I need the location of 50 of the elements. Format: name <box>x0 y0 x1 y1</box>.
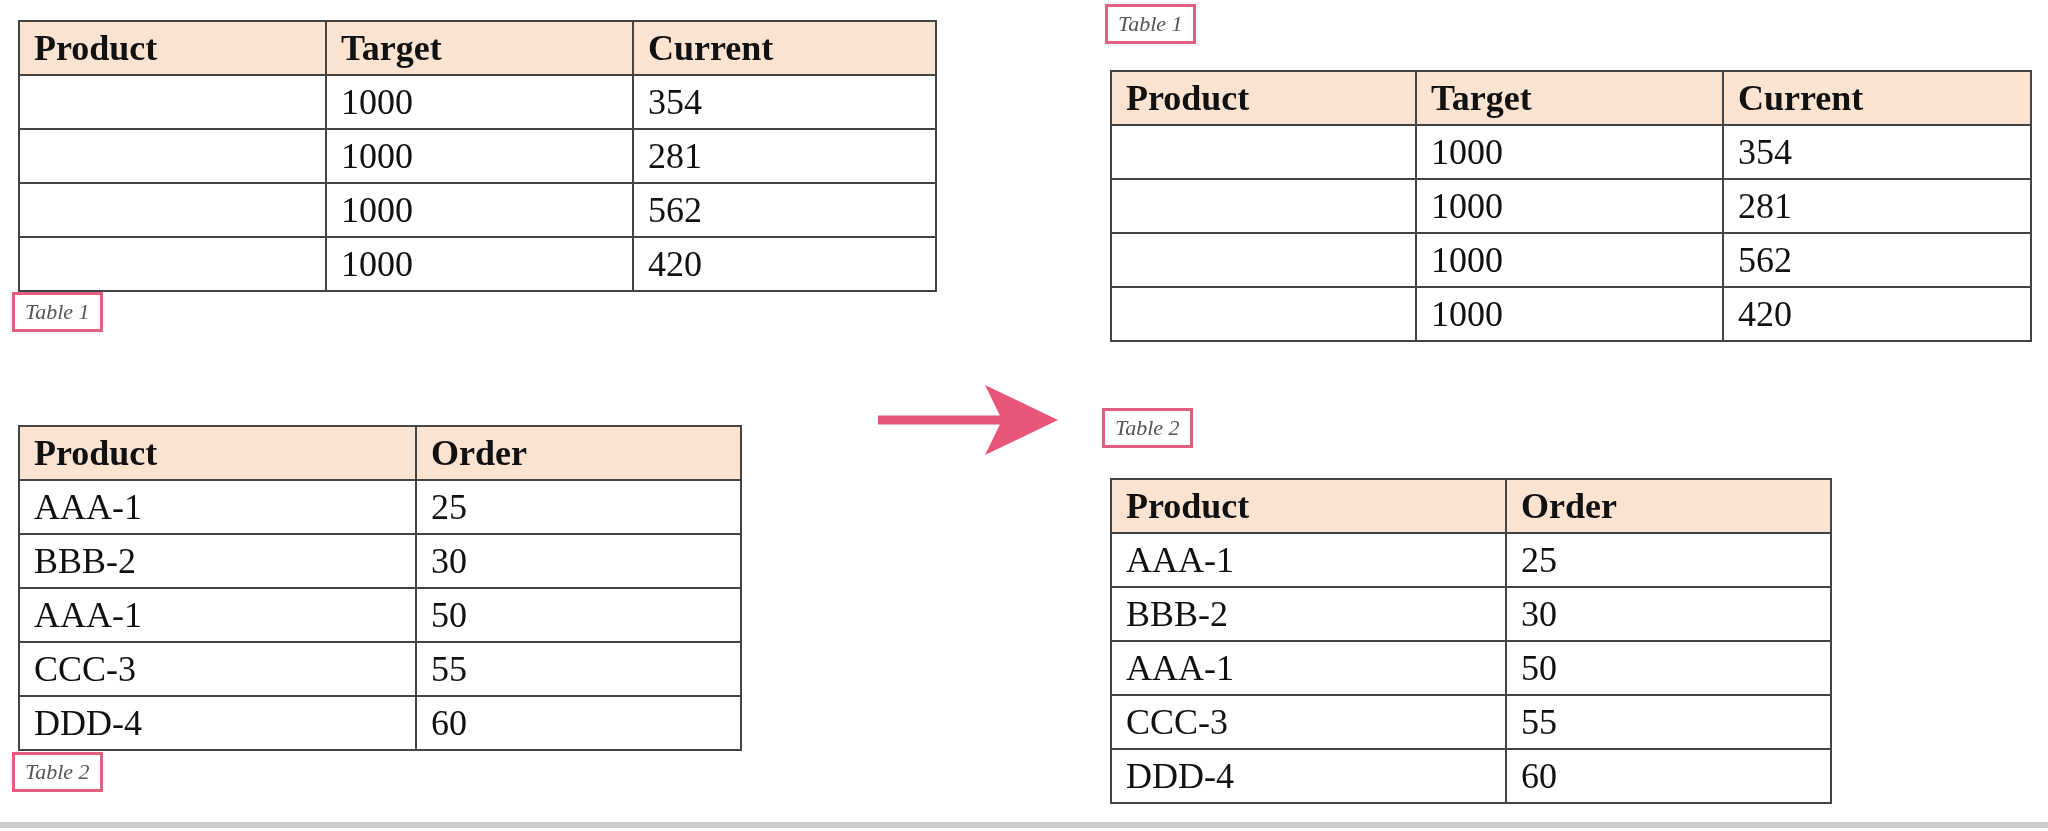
table-cell: 1000 <box>1416 233 1723 287</box>
table-cell: 60 <box>416 696 741 750</box>
table-caption: Table 1 <box>1105 4 1196 44</box>
table-caption: Table 1 <box>12 292 103 332</box>
table-cell: 354 <box>1723 125 2031 179</box>
table-cell: 30 <box>1506 587 1831 641</box>
table-cell: AAA-1 <box>1111 641 1506 695</box>
header-cell: Order <box>1506 479 1831 533</box>
table-caption: Table 2 <box>1102 408 1193 448</box>
table-cell: 60 <box>1506 749 1831 803</box>
table-cell: 281 <box>1723 179 2031 233</box>
table-cell: 55 <box>1506 695 1831 749</box>
header-cell: Current <box>1723 71 2031 125</box>
header-cell: Target <box>1416 71 1723 125</box>
table-cell: DDD-4 <box>19 696 416 750</box>
table-cell: 1000 <box>326 75 633 129</box>
table-cell: AAA-1 <box>19 588 416 642</box>
table-cell: 562 <box>1723 233 2031 287</box>
table-cell: 55 <box>416 642 741 696</box>
table-cell: 562 <box>633 183 936 237</box>
table-cell: 1000 <box>1416 125 1723 179</box>
table-cell: DDD-4 <box>1111 749 1506 803</box>
header-cell: Product <box>19 426 416 480</box>
table-cell: 50 <box>416 588 741 642</box>
table-cell: 1000 <box>326 183 633 237</box>
table-cell: CCC-3 <box>19 642 416 696</box>
table-cell: BBB-2 <box>1111 587 1506 641</box>
table-cell: 25 <box>416 480 741 534</box>
table-cell: CCC-3 <box>1111 695 1506 749</box>
table-cell: 354 <box>633 75 936 129</box>
table-caption: Table 2 <box>12 752 103 792</box>
table-cell: 1000 <box>326 237 633 291</box>
table-cell: 1000 <box>1416 287 1723 341</box>
table-cell: AAA-1 <box>19 480 416 534</box>
header-cell: Product <box>1111 71 1416 125</box>
header-cell: Order <box>416 426 741 480</box>
header-cell: Product <box>19 21 326 75</box>
table-cell: 1000 <box>326 129 633 183</box>
header-cell: Target <box>326 21 633 75</box>
table-cell: 420 <box>1723 287 2031 341</box>
table-cell: 1000 <box>1416 179 1723 233</box>
header-cell: Current <box>633 21 936 75</box>
table-cell: 30 <box>416 534 741 588</box>
table-cell: AAA-1 <box>1111 533 1506 587</box>
table-cell: 25 <box>1506 533 1831 587</box>
table-cell: 420 <box>633 237 936 291</box>
table-cell: 281 <box>633 129 936 183</box>
header-cell: Product <box>1111 479 1506 533</box>
table-cell: BBB-2 <box>19 534 416 588</box>
table-cell: 50 <box>1506 641 1831 695</box>
